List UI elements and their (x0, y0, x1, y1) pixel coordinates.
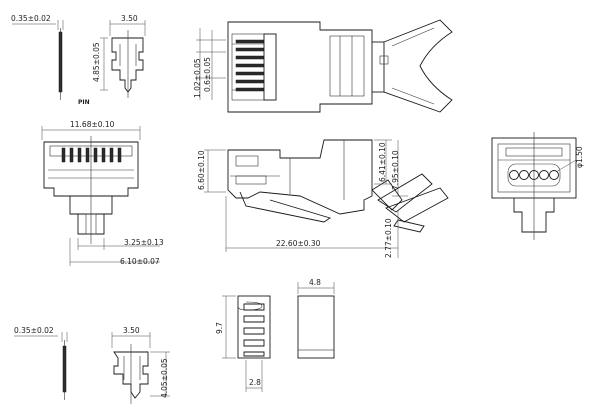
plug-rear-view (491, 132, 577, 240)
plug-front-view (41, 126, 160, 266)
side-drop-label: 2.77±0.10 (384, 218, 393, 258)
plug-width-label: 11.68±0.10 (70, 120, 115, 129)
rear-hole-label: φ1.50 (575, 146, 584, 168)
loadbar-height-label: 9.7 (215, 322, 224, 334)
top-offset-label-b: 0.6±0.05 (203, 57, 212, 92)
front-total-width-label: 6.10±0.07 (120, 257, 160, 266)
top-offset-label-a: 1.02±0.05 (193, 58, 202, 98)
pin-thickness-label-bottom: 0.35±0.02 (14, 326, 54, 335)
block-view (297, 282, 335, 359)
pin-width-label-bottom: 3.50 (123, 326, 140, 335)
load-bar-view (222, 295, 271, 392)
pin-thickness-view-top (12, 20, 64, 100)
plug-side-view (204, 139, 449, 258)
pin-pitch-label: 3.25±0.13 (124, 238, 164, 247)
pin-thickness-label-top: 0.35±0.02 (11, 14, 51, 23)
loadbar-pitch-label: 2.8 (249, 378, 261, 387)
plug-top-view (196, 19, 453, 113)
side-height-left-label: 6.60±0.10 (197, 150, 206, 190)
side-length-label: 22.60±0.30 (276, 239, 321, 248)
pin-front-view-top (100, 20, 146, 98)
pin-thickness-view-bottom (14, 332, 68, 400)
block-width-label: 4.8 (309, 278, 321, 287)
pin-caption: PIN (78, 99, 90, 106)
side-height-inner-label: 6.41±0.10 (378, 142, 387, 182)
side-height-outer-label: 7.95±0.10 (391, 150, 400, 190)
pin-height-label-bottom: 4.05±0.05 (160, 358, 169, 398)
pin-height-label-top: 4.85±0.05 (92, 42, 101, 82)
pin-width-label-top: 3.50 (121, 14, 138, 23)
pin-front-view-bottom (111, 332, 170, 404)
contact-blades (61, 147, 122, 163)
